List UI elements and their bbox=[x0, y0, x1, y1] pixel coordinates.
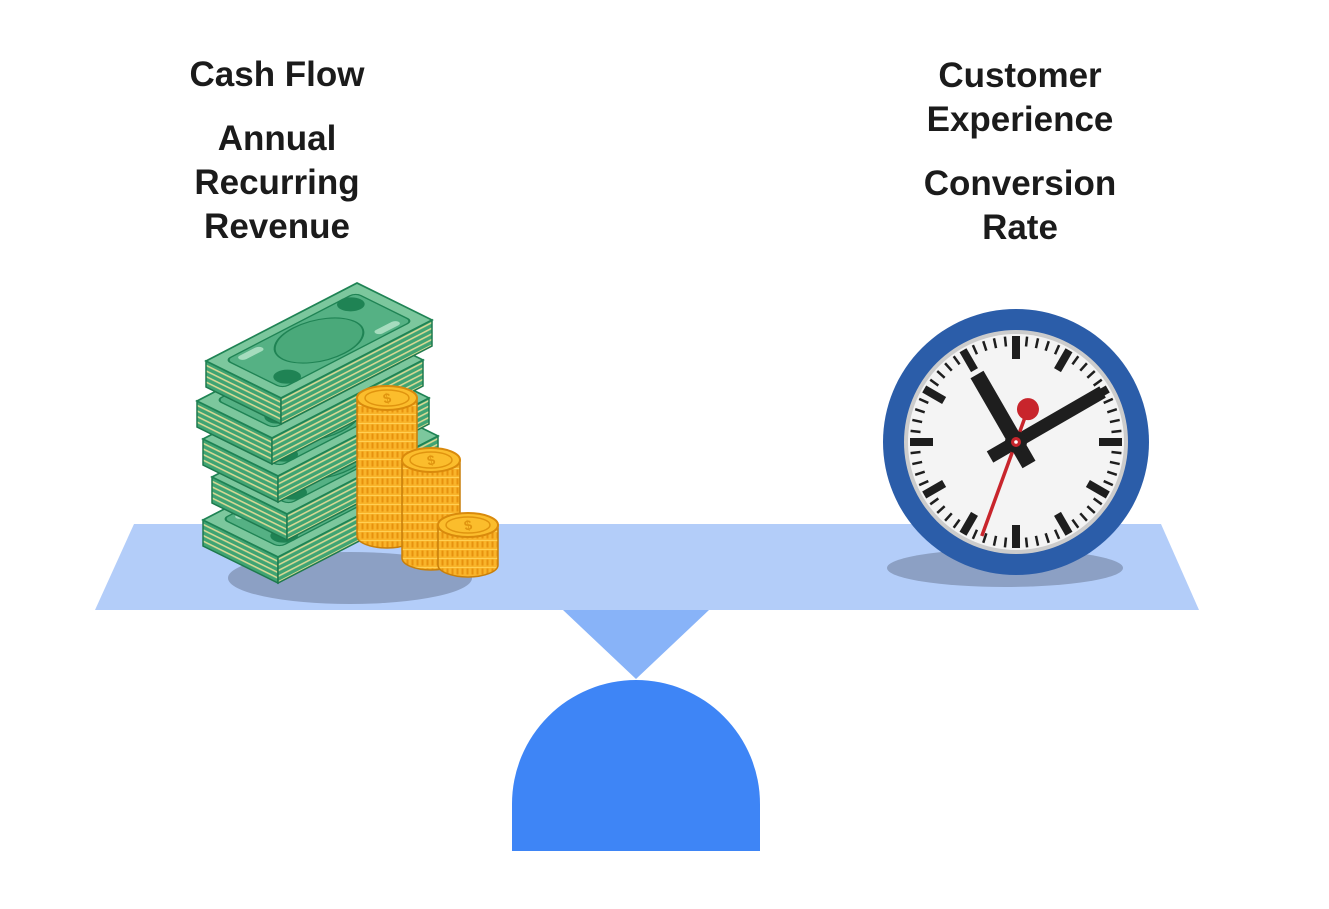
dollar-icon: $ bbox=[382, 389, 393, 406]
fulcrum-dome bbox=[512, 680, 760, 851]
pivot-triangle bbox=[563, 610, 709, 679]
dollar-icon: $ bbox=[426, 451, 437, 468]
right-labels: Customer Experience Conversion Rate bbox=[880, 54, 1160, 250]
left-labels: Cash Flow Annual Recurring Revenue bbox=[147, 53, 407, 249]
annual-recurring-revenue-heading: Annual Recurring Revenue bbox=[194, 119, 360, 246]
clock-center-dot bbox=[1014, 440, 1018, 444]
coin-stacks-illustration: $ $ $ bbox=[356, 385, 499, 578]
coin-stack-short: $ bbox=[437, 512, 499, 578]
conversion-rate-heading: Conversion Rate bbox=[923, 164, 1117, 247]
customer-experience-heading: Customer Experience bbox=[926, 56, 1114, 139]
cash-flow-heading: Cash Flow bbox=[189, 55, 365, 94]
clock-illustration bbox=[883, 309, 1149, 575]
dollar-icon: $ bbox=[463, 516, 474, 533]
